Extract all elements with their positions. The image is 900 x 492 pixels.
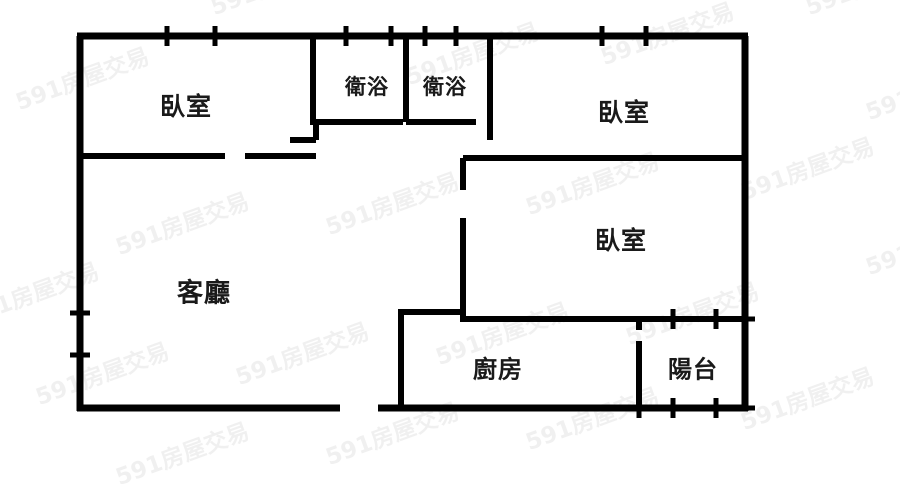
walls-group <box>76 32 749 412</box>
windows-group <box>70 26 755 418</box>
